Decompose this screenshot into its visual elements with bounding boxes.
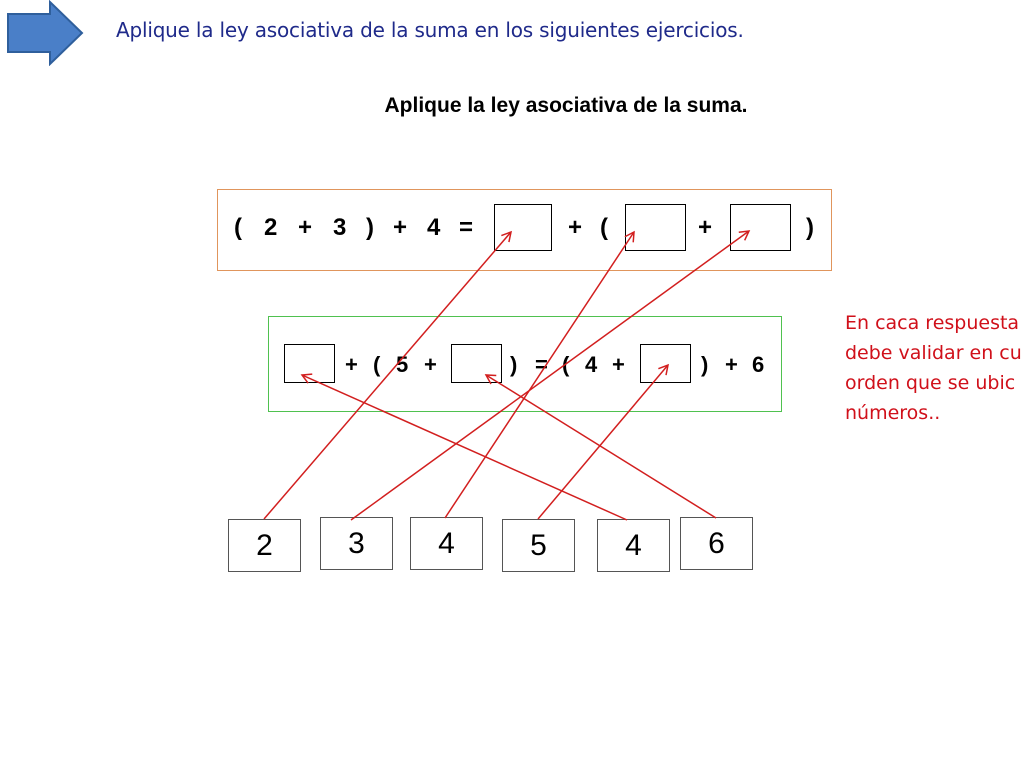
- eq2-number-b: 4: [585, 352, 598, 377]
- eq1-plus-3: +: [568, 214, 583, 241]
- eq2-answer-slot-1[interactable]: [284, 344, 335, 383]
- eq2-number-c: 6: [752, 352, 765, 377]
- instruction-text: Aplique la ley asociativa de la suma en …: [116, 18, 744, 42]
- eq1-answer-slot-3[interactable]: [730, 204, 791, 251]
- page-title: Aplique la ley asociativa de la suma.: [384, 94, 748, 117]
- eq2-equals: =: [535, 352, 548, 377]
- number-tile[interactable]: 3: [320, 517, 393, 570]
- note-line-2: debe validar en cu: [845, 342, 1022, 364]
- note-line-3: orden que se ubic: [845, 372, 1016, 394]
- note-text: En caca respuesta debe validar en cu ord…: [845, 308, 1024, 428]
- note-line-1: En caca respuesta: [845, 312, 1020, 334]
- eq2-number-a: 5: [396, 352, 409, 377]
- eq1-open-paren-2: (: [600, 214, 608, 241]
- eq1-equals: =: [459, 214, 474, 241]
- eq1-plus-1: +: [298, 214, 313, 241]
- eq2-close-paren: ): [510, 352, 518, 377]
- eq1-close-paren: ): [366, 214, 374, 241]
- eq1-number-b: 3: [333, 214, 347, 241]
- eq1-number-a: 2: [264, 214, 278, 241]
- number-tile[interactable]: 6: [680, 517, 753, 570]
- number-tile[interactable]: 2: [228, 519, 301, 572]
- eq1-close-paren-2: ): [806, 214, 814, 241]
- number-tile[interactable]: 4: [597, 519, 670, 572]
- eq2-plus-4: +: [725, 352, 738, 377]
- eq1-number-c: 4: [427, 214, 441, 241]
- number-tile[interactable]: 4: [410, 517, 483, 570]
- eq1-plus-4: +: [698, 214, 713, 241]
- eq2-plus-2: +: [424, 352, 437, 377]
- eq2-answer-slot-3[interactable]: [640, 344, 691, 383]
- eq2-plus-3: +: [612, 352, 625, 377]
- eq2-plus-1: +: [345, 352, 358, 377]
- number-tile[interactable]: 5: [502, 519, 575, 572]
- eq1-answer-slot-1[interactable]: [494, 204, 552, 251]
- eq2-open-paren-2: (: [562, 352, 570, 377]
- eq2-close-paren-2: ): [701, 352, 709, 377]
- eq1-answer-slot-2[interactable]: [625, 204, 686, 251]
- right-arrow-icon[interactable]: [4, 0, 84, 66]
- eq2-open-paren: (: [373, 352, 381, 377]
- eq2-answer-slot-2[interactable]: [451, 344, 502, 383]
- eq1-open-paren: (: [234, 214, 242, 241]
- note-line-4: números..: [845, 402, 941, 424]
- eq1-plus-2: +: [393, 214, 408, 241]
